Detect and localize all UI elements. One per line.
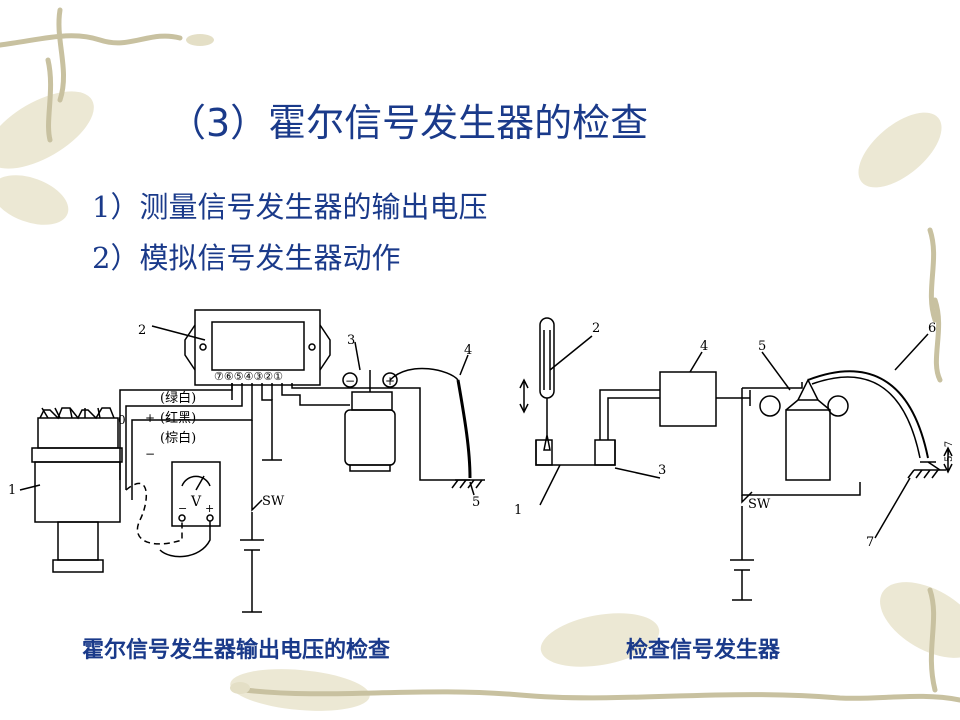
caption-right: 检查信号发生器 (626, 638, 781, 663)
voltmeter-icon (171, 461, 221, 527)
switch-label: SW (748, 497, 771, 512)
distributor-icon (31, 407, 123, 573)
callout-1: 1 (8, 483, 16, 498)
switch-label: SW (262, 494, 285, 509)
callout-6: 6 (928, 321, 936, 336)
bullet-2: 2）模拟信号发生器动作 (92, 241, 401, 275)
ignition-coil-icon (342, 367, 459, 472)
left-circuit-diagram: 2 3 4 1 5 ⑦⑥⑤④③②① (绿白) (红黑) (棕白) 0 + − −… (8, 309, 485, 613)
wire-label-green-white: (绿白) (160, 390, 196, 406)
wire-label-brown-white: (棕白) (160, 430, 196, 446)
callout-7: 7 (866, 535, 874, 550)
callout-1: 1 (514, 503, 522, 518)
callout-3: 3 (347, 333, 355, 348)
coil-plus: + (385, 374, 395, 388)
meter-terminal-plus: + (205, 502, 214, 515)
wire-label-plus: + (145, 411, 155, 425)
callout-2: 2 (138, 323, 146, 338)
meter-label: V (190, 494, 202, 510)
callout-3: 3 (658, 463, 666, 478)
callout-5: 5 (758, 339, 766, 354)
meter-terminal-minus: − (178, 502, 187, 515)
callout-4: 4 (464, 343, 472, 358)
gap-label: 5~7 (944, 441, 955, 462)
callout-4: 4 (700, 339, 708, 354)
wire-label-zero: 0 (118, 413, 126, 427)
wire-label-minus: − (145, 447, 155, 461)
callout-5: 5 (472, 495, 480, 510)
ignition-module-icon (184, 309, 331, 386)
caption-left: 霍尔信号发生器输出电压的检查 (82, 638, 391, 663)
bullet-1: 1）测量信号发生器的输出电压 (92, 190, 488, 224)
right-circuit-diagram: 2 4 5 6 3 1 7 SW 5~7 (514, 317, 955, 601)
coil-minus: − (345, 374, 355, 388)
slide-title: （3）霍尔信号发生器的检查 (168, 101, 649, 145)
wire-label-red-black: (红黑) (160, 410, 196, 426)
screwdriver-icon (539, 317, 555, 451)
terminal-numbers: ⑦⑥⑤④③②① (214, 370, 283, 383)
callout-2: 2 (592, 321, 600, 336)
